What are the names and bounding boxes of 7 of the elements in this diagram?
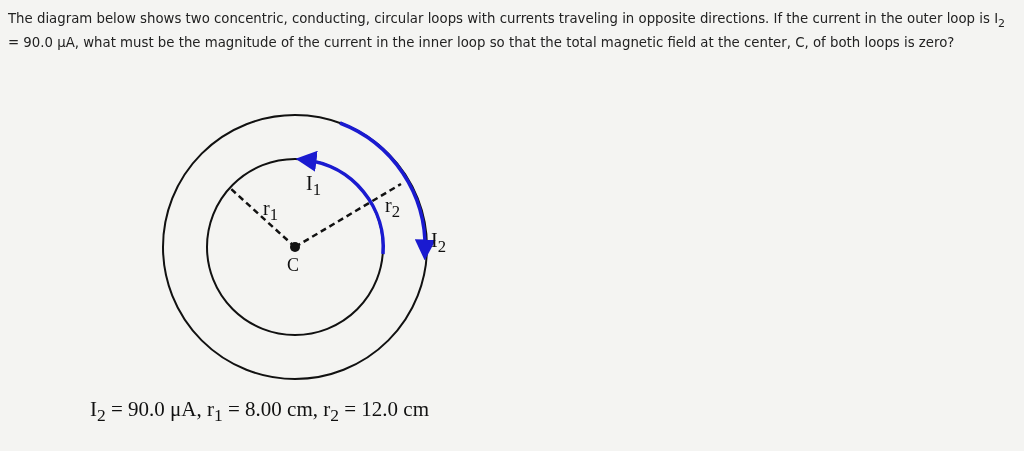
center-label: C	[287, 255, 299, 276]
current-label: I$_{2}$	[431, 229, 446, 257]
given-values-text: I$_{2}$ = 90.0 μA, r$_{1}$ = 8.00 cm, r$_{2}$ = 12.0 cm	[90, 397, 429, 427]
radius-label: r$_{1}$	[263, 197, 278, 225]
current-label: I$_{1}$	[306, 172, 321, 200]
question-text: The diagram below shows two concentric, conducting, circular loops with currents traveling in opposite directions. If the current in the outer loop is I$_{2}$ = 90.0 μA, what must be the magnitude of the current in the inner loop so that the total magnetic field at the center, C, of both loops is zero?	[8, 10, 1007, 52]
radius-label: r$_{2}$	[385, 194, 400, 222]
